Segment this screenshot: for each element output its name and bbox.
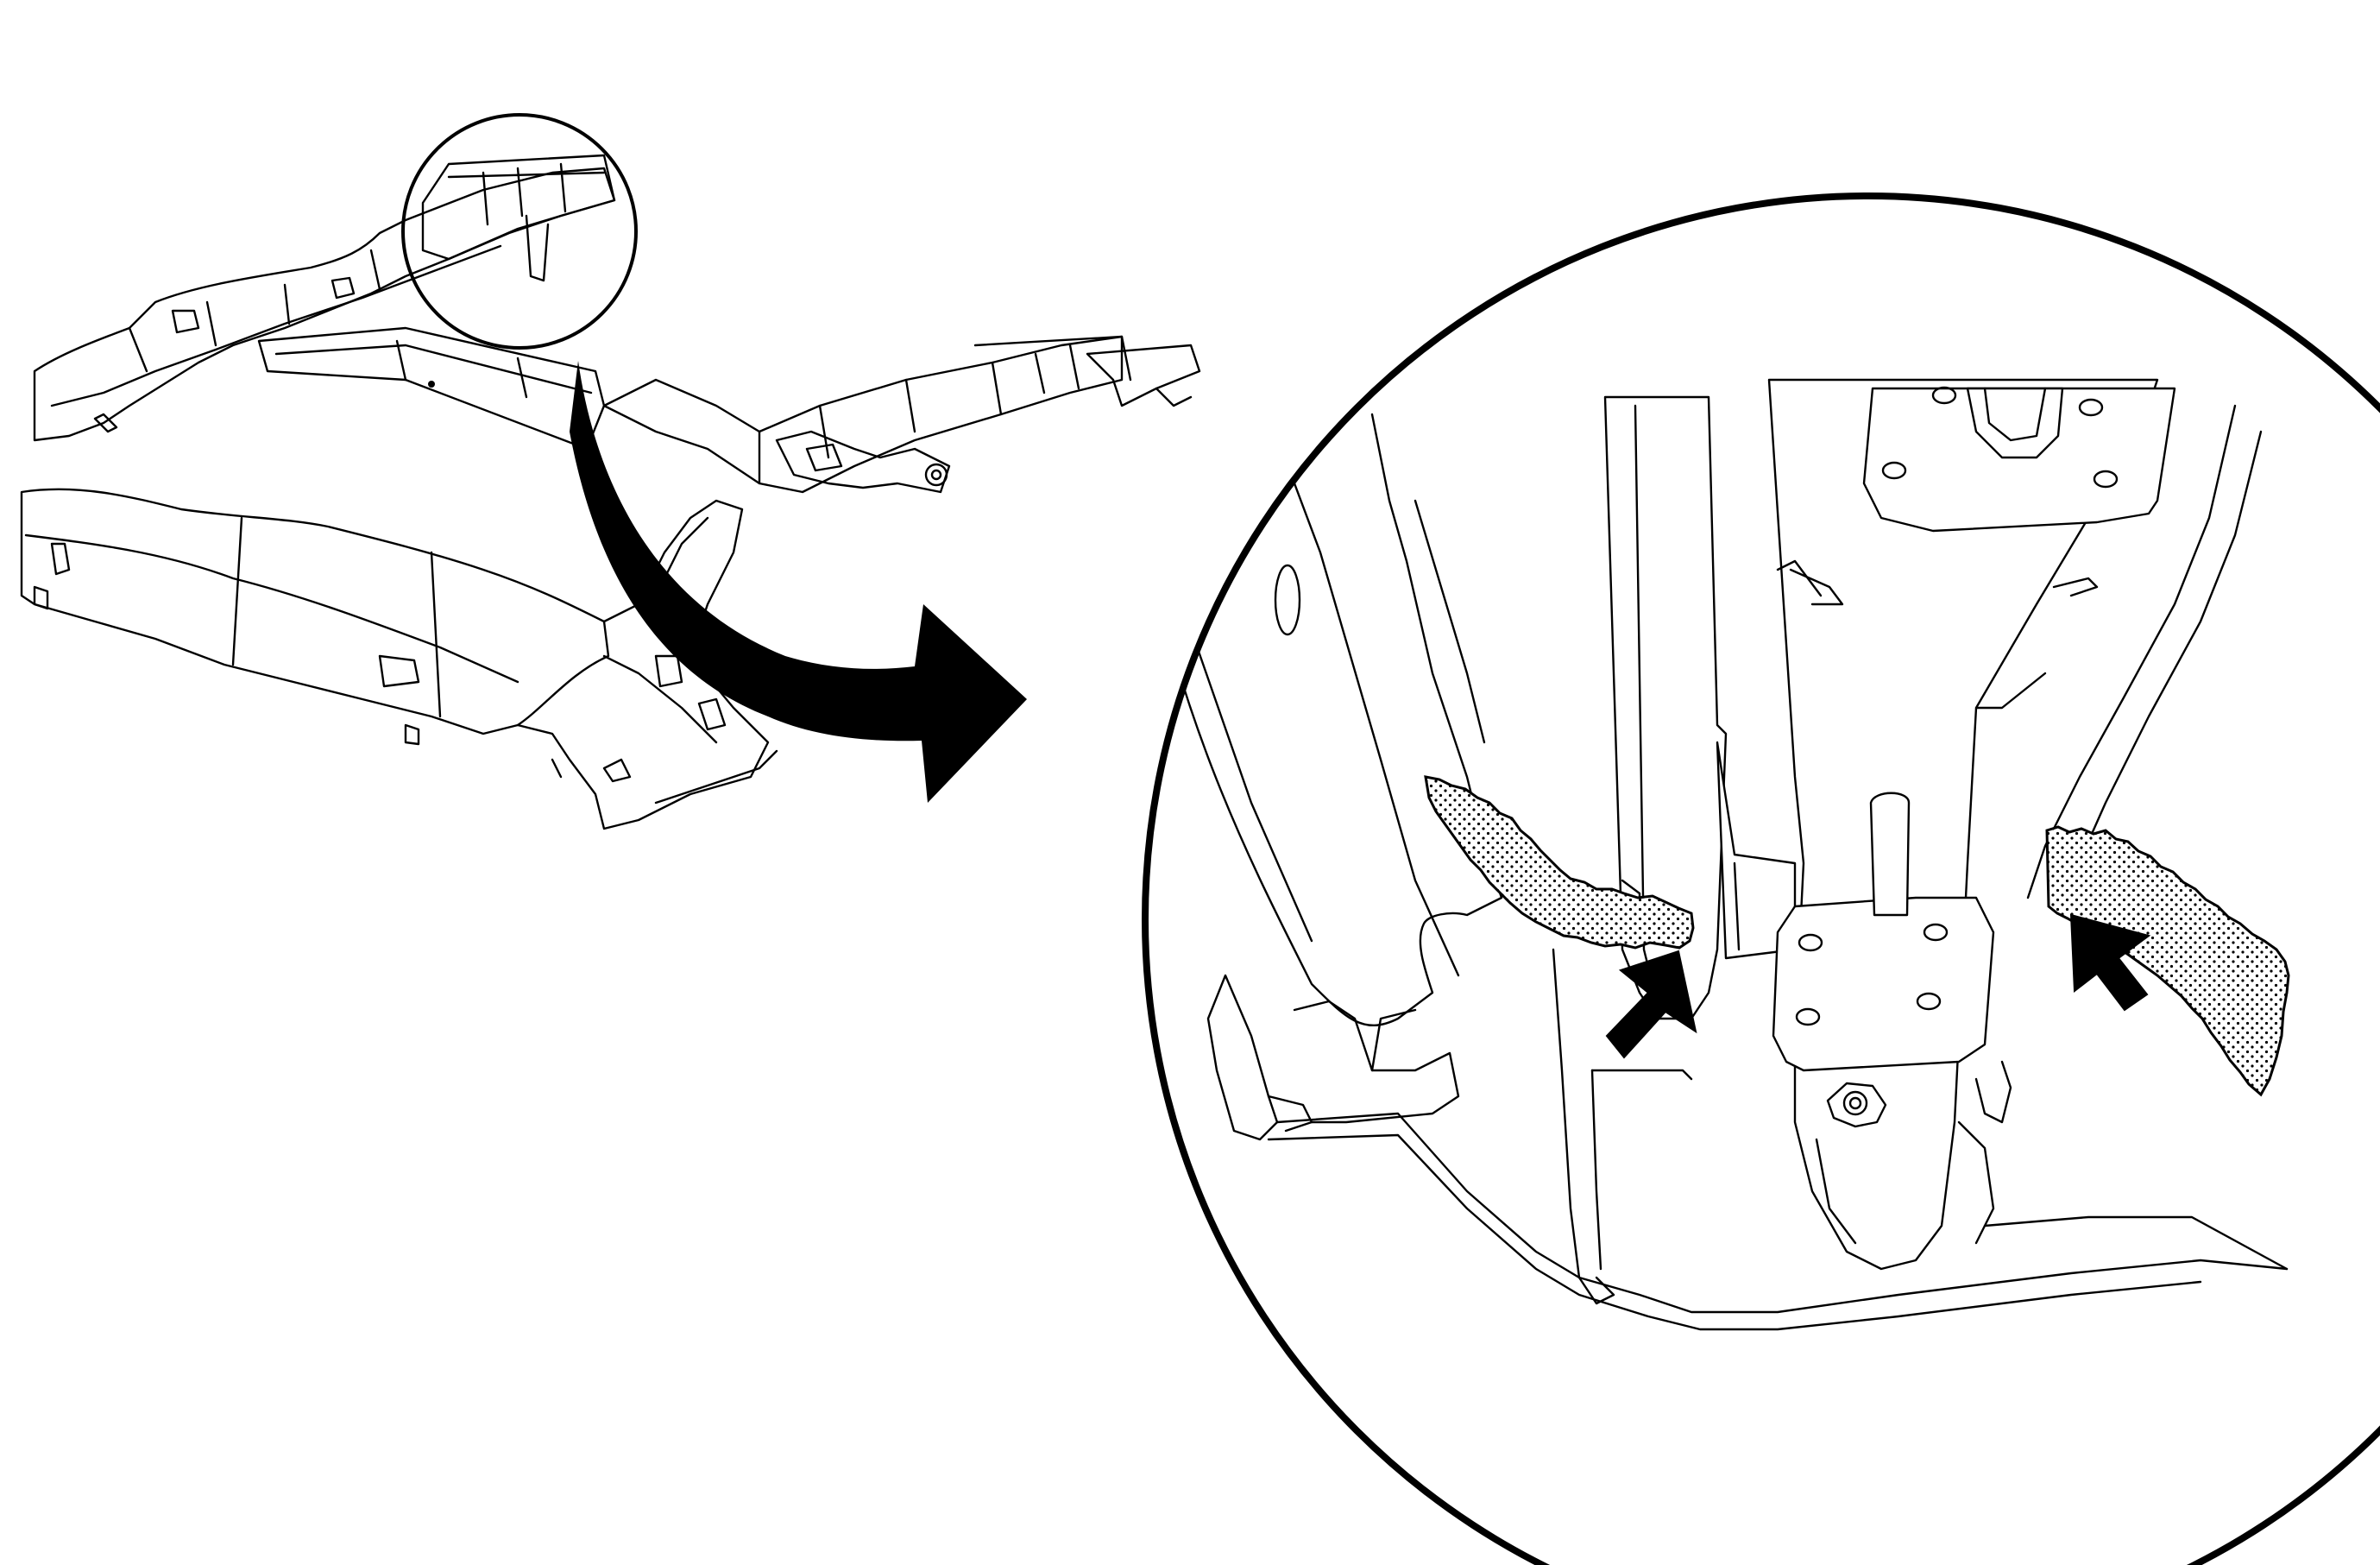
rear-cross-member xyxy=(257,326,606,451)
frame-rail-upper-right xyxy=(602,335,1124,494)
curved-callout-arrow xyxy=(570,361,1027,803)
stippled-sealer-left xyxy=(1424,775,1695,950)
pointer-arrow-right xyxy=(2069,913,2151,1012)
magnified-frame-detail xyxy=(1146,378,2290,1331)
stippled-sealer-right xyxy=(2045,825,2290,1097)
callout-contents xyxy=(421,154,616,282)
vehicle-frame xyxy=(20,167,1201,830)
frame-rail-upper-left xyxy=(33,167,616,442)
frame-rail-lower-left xyxy=(20,488,610,735)
pointer-arrow-left xyxy=(1605,950,1697,1059)
detail-view-circle xyxy=(1142,192,2380,1565)
detail-callout-circle xyxy=(401,113,638,350)
